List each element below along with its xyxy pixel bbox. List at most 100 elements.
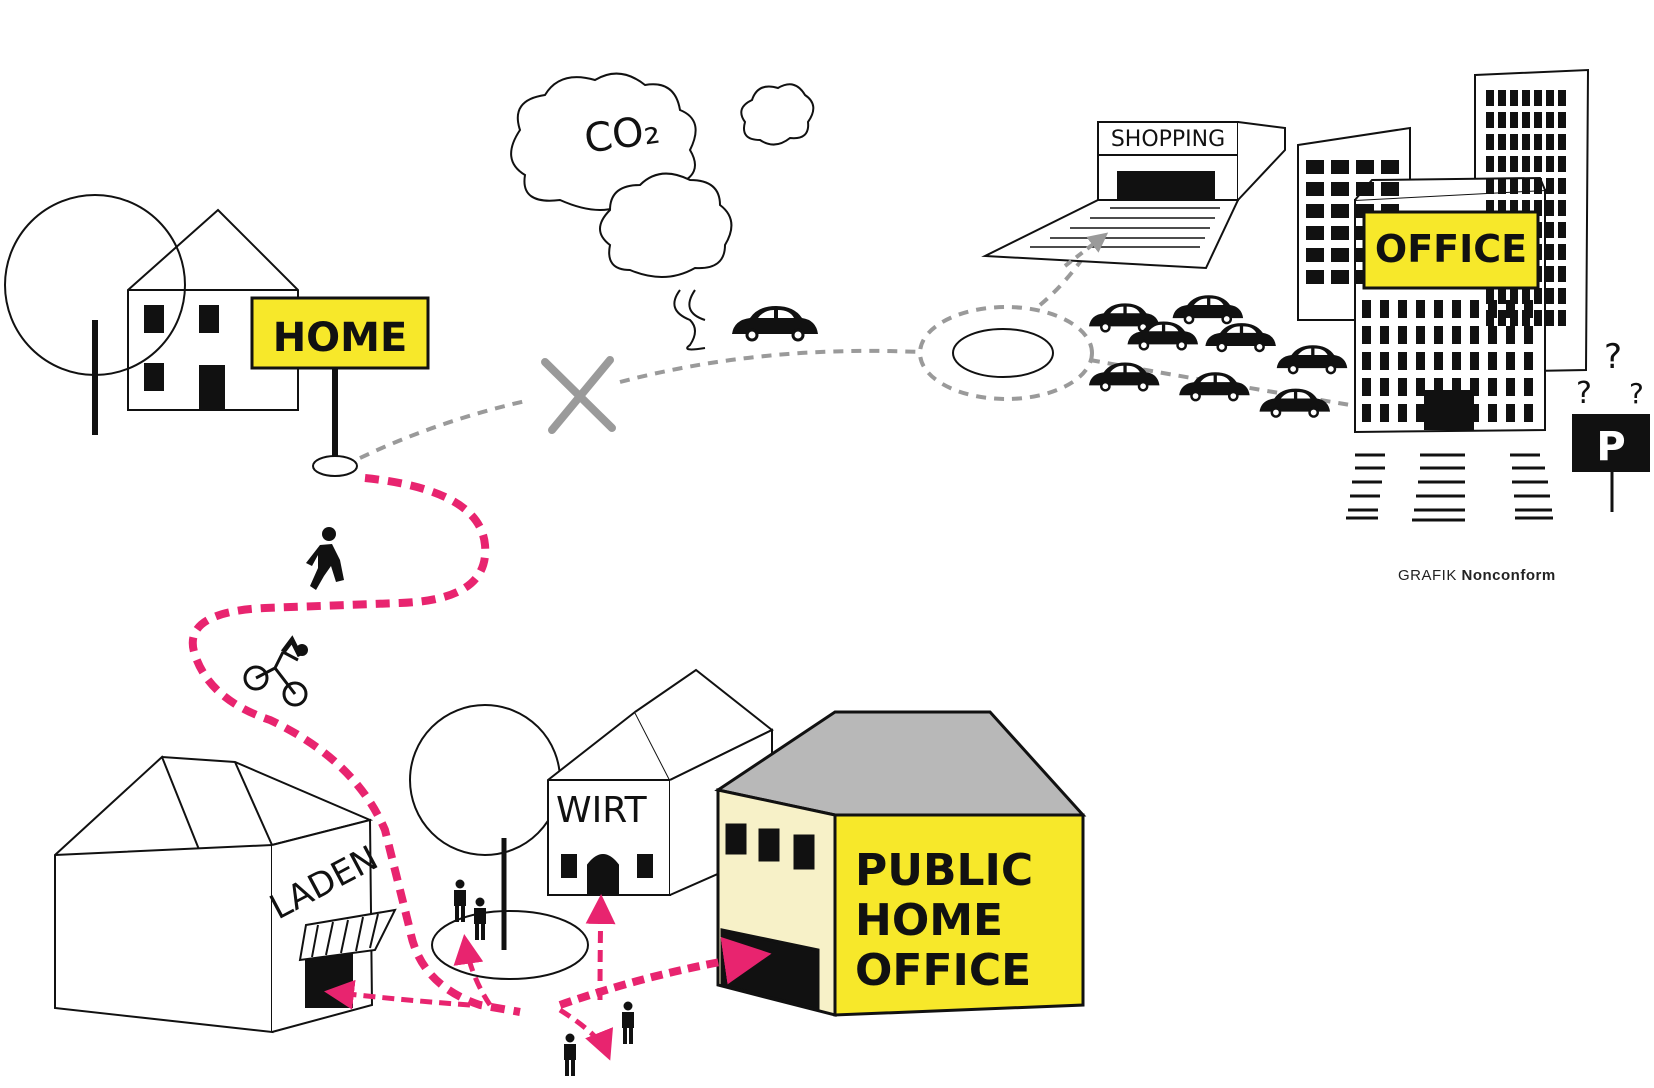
office-window xyxy=(1546,266,1554,282)
office-window xyxy=(1486,178,1494,194)
office-window xyxy=(1498,112,1506,128)
office-window xyxy=(1524,326,1533,344)
svg-text:?: ? xyxy=(1576,376,1592,411)
credit-name: Nonconform xyxy=(1461,567,1556,584)
office-window xyxy=(1362,300,1371,318)
office-window xyxy=(1546,178,1554,194)
office-window xyxy=(1362,352,1371,370)
graphic-credit: GRAFIK Nonconform xyxy=(1398,567,1556,584)
office-window xyxy=(1558,134,1566,150)
office-window xyxy=(1416,404,1425,422)
office-window xyxy=(1522,288,1530,304)
office-window xyxy=(1506,352,1515,370)
office-window xyxy=(1398,300,1407,318)
office-window xyxy=(1510,112,1518,128)
office-window xyxy=(1534,112,1542,128)
office-window xyxy=(1434,352,1443,370)
office-window xyxy=(1546,134,1554,150)
laden-shop xyxy=(54,755,397,1034)
office-window xyxy=(1534,134,1542,150)
office-window xyxy=(1331,270,1349,284)
office-window xyxy=(1362,378,1371,396)
office-window xyxy=(1452,378,1461,396)
office-window xyxy=(1380,300,1389,318)
office-window xyxy=(1398,352,1407,370)
office-entrance xyxy=(1424,390,1474,430)
office-window xyxy=(1398,404,1407,422)
office-window xyxy=(1331,226,1349,240)
office-window xyxy=(1380,378,1389,396)
office-window xyxy=(1506,404,1515,422)
office-window xyxy=(1558,266,1566,282)
office-window xyxy=(1306,182,1324,196)
svg-text:?: ? xyxy=(1629,377,1644,410)
car-route-blocked xyxy=(359,398,531,460)
office-window xyxy=(1546,288,1554,304)
office-window xyxy=(1306,204,1324,218)
cyclist-icon xyxy=(243,635,308,707)
office-window xyxy=(1488,352,1497,370)
office-window xyxy=(1331,160,1349,174)
office-window xyxy=(1381,160,1399,174)
office-window xyxy=(1558,222,1566,238)
office-window xyxy=(1534,288,1542,304)
home-house xyxy=(127,208,299,411)
office-window xyxy=(1486,200,1494,216)
office-window xyxy=(1486,156,1494,172)
office-window xyxy=(1306,160,1324,174)
office-window xyxy=(1510,156,1518,172)
office-window xyxy=(1524,352,1533,370)
office-window xyxy=(1416,352,1425,370)
office-window xyxy=(1522,112,1530,128)
office-window xyxy=(1416,378,1425,396)
office-window xyxy=(1452,300,1461,318)
home-sign: HOME xyxy=(250,296,430,477)
office-window xyxy=(1546,156,1554,172)
office-window xyxy=(1522,90,1530,106)
office-window xyxy=(1498,200,1506,216)
office-window xyxy=(1498,310,1506,326)
public-label-line-2: HOME xyxy=(855,895,1003,946)
office-window xyxy=(1524,300,1533,318)
crosswalk xyxy=(1346,453,1553,522)
office-window xyxy=(1470,404,1479,422)
office-window xyxy=(1488,404,1497,422)
office-window xyxy=(1488,378,1497,396)
office-window xyxy=(1362,326,1371,344)
office-window xyxy=(1510,200,1518,216)
office-window xyxy=(1534,90,1542,106)
walking-route xyxy=(188,474,521,1016)
office-window xyxy=(1306,270,1324,284)
office-window xyxy=(1558,178,1566,194)
shopping-arrow xyxy=(1063,232,1109,268)
office-window xyxy=(1434,300,1443,318)
office-window xyxy=(1380,352,1389,370)
svg-text:?: ? xyxy=(1604,337,1622,377)
office-window xyxy=(1331,204,1349,218)
office-window xyxy=(1488,326,1497,344)
wirt-label: WIRT xyxy=(556,790,648,831)
office-window xyxy=(1306,226,1324,240)
office-window xyxy=(1470,300,1479,318)
office-window xyxy=(1380,326,1389,344)
office-window xyxy=(1498,178,1506,194)
office-window xyxy=(1498,288,1506,304)
office-window xyxy=(1470,326,1479,344)
shopping-mall xyxy=(981,121,1286,270)
parking-label: P xyxy=(1596,424,1625,470)
office-window xyxy=(1558,90,1566,106)
office-window xyxy=(1498,134,1506,150)
office-window xyxy=(1558,200,1566,216)
office-window xyxy=(1498,90,1506,106)
home-label: HOME xyxy=(273,315,408,361)
office-window xyxy=(1506,326,1515,344)
office-window xyxy=(1546,222,1554,238)
office-window xyxy=(1331,248,1349,262)
office-window xyxy=(1452,352,1461,370)
public-label-line-1: PUBLIC xyxy=(855,845,1033,896)
office-window xyxy=(1534,200,1542,216)
car-icon xyxy=(730,304,820,342)
office-window xyxy=(1381,182,1399,196)
office-window xyxy=(1546,90,1554,106)
